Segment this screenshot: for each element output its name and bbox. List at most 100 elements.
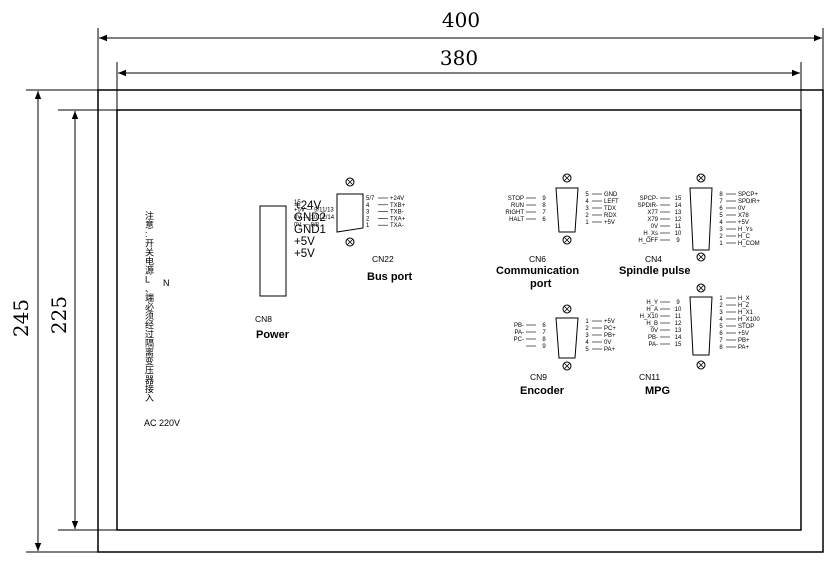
screw-icon	[562, 235, 572, 245]
screw-icon	[562, 361, 572, 371]
note-char: 隔	[145, 338, 154, 348]
screw-cross	[697, 284, 705, 292]
pin-name: PA-	[514, 330, 524, 336]
pin-num: 7	[542, 330, 546, 336]
pin-num: 1	[585, 319, 589, 325]
power-pin-label: 0V — 10/12/14	[294, 215, 335, 221]
cn6-title-line2: port	[530, 278, 552, 290]
pin-name: PB+	[738, 338, 750, 344]
pin-name: H_Xs	[643, 231, 658, 237]
connector-body	[555, 317, 579, 359]
note-char: 接	[145, 383, 154, 394]
pin-name: H_A	[646, 307, 658, 313]
power-terminal-label: +5V	[294, 236, 315, 248]
pin-num: 4	[719, 317, 723, 323]
pin-num: 8	[542, 203, 546, 209]
pin-num: 3	[719, 310, 723, 316]
pin-num: 6	[542, 217, 546, 223]
pin-num: 5	[719, 213, 723, 219]
note-char: 离	[145, 347, 154, 358]
pin-name: H_X10	[640, 314, 659, 320]
screw-cross	[563, 305, 571, 313]
pin-num: 6	[719, 331, 723, 337]
pin-num: 2	[719, 303, 723, 309]
pin-num: 1	[719, 296, 723, 302]
bus-pin-name: TXB+	[390, 203, 406, 209]
bus-port-title: Bus port	[367, 271, 413, 283]
pin-num: 9	[676, 238, 680, 244]
screw-cross	[563, 236, 571, 244]
note-char: 器	[145, 375, 154, 385]
inner-panel-outline	[116, 109, 802, 531]
screw-icon	[696, 173, 706, 183]
note-char: 过	[145, 328, 154, 339]
pin-num: 9	[676, 300, 680, 306]
pin-num: 12	[675, 321, 682, 327]
pin-num: 11	[675, 314, 682, 320]
note-char: 源	[145, 266, 154, 276]
pin-num: 8	[719, 192, 723, 198]
dim-label-380: 380	[440, 46, 478, 70]
note-char: 电	[145, 256, 154, 267]
pin-num: 14	[675, 203, 682, 209]
pin-num: 2	[585, 326, 589, 332]
pin-name: LEFT	[604, 199, 619, 205]
note-char: :	[145, 229, 148, 239]
cn11-label: CN11	[639, 372, 660, 382]
pin-num: 3	[719, 227, 723, 233]
note-char: 须	[145, 311, 154, 321]
note-char: L	[145, 275, 150, 285]
power-pin-label: 0V — 8/8	[294, 223, 320, 229]
bus-pin-name: +24V	[390, 196, 404, 202]
note-char: 必	[145, 301, 154, 312]
screw-cross	[697, 174, 705, 182]
pin-name: H_Ys	[738, 227, 753, 233]
connector-body	[689, 187, 713, 251]
pin-name: 0V	[651, 328, 658, 334]
cn6-label: CN6	[529, 254, 546, 264]
pin-name: H_X	[738, 296, 750, 302]
pin-name: H_OFF	[638, 238, 658, 244]
note-char: 开	[145, 238, 154, 248]
bus-pin-num: 2	[366, 216, 370, 222]
note-char: 经	[145, 319, 154, 330]
power-terminal-label: GND2	[294, 212, 326, 224]
pin-num: 7	[719, 338, 723, 344]
pin-name: H_Y	[646, 300, 658, 306]
pin-name: RIGHT	[505, 210, 524, 216]
pin-num: 10	[675, 307, 682, 313]
pin-num: 3	[585, 206, 589, 212]
pin-name: SPDIR+	[738, 199, 760, 205]
spindle-pulse-title: Spindle pulse	[619, 265, 691, 277]
note-char: 关	[145, 246, 154, 257]
screw-icon	[696, 283, 706, 293]
screw-cross	[563, 362, 571, 370]
pin-name: TDX	[604, 206, 616, 212]
note-char: 端	[145, 292, 154, 303]
pin-num: 8	[719, 345, 723, 351]
power-terminal-label: GND1	[294, 224, 326, 236]
bus-pin-num: 5/7	[366, 196, 375, 202]
pin-name: H_COM	[738, 241, 760, 247]
screw-icon	[696, 360, 706, 370]
screw-icon	[562, 173, 572, 183]
pin-num: 5	[719, 324, 723, 330]
pin-num: 13	[675, 328, 682, 334]
pin-name: HALT	[509, 217, 524, 223]
pin-name: PB-	[648, 335, 658, 341]
pin-num: 3	[585, 333, 589, 339]
pin-name: GND	[604, 192, 618, 198]
pin-name: PB-	[514, 323, 524, 329]
bus-pin-num: 1	[366, 223, 370, 229]
pin-num: 5	[585, 347, 589, 353]
pin-num: 7	[719, 199, 723, 205]
note-char: 压	[145, 366, 154, 376]
pin-name: H_Z	[738, 303, 750, 309]
pin-num: 14	[675, 335, 682, 341]
